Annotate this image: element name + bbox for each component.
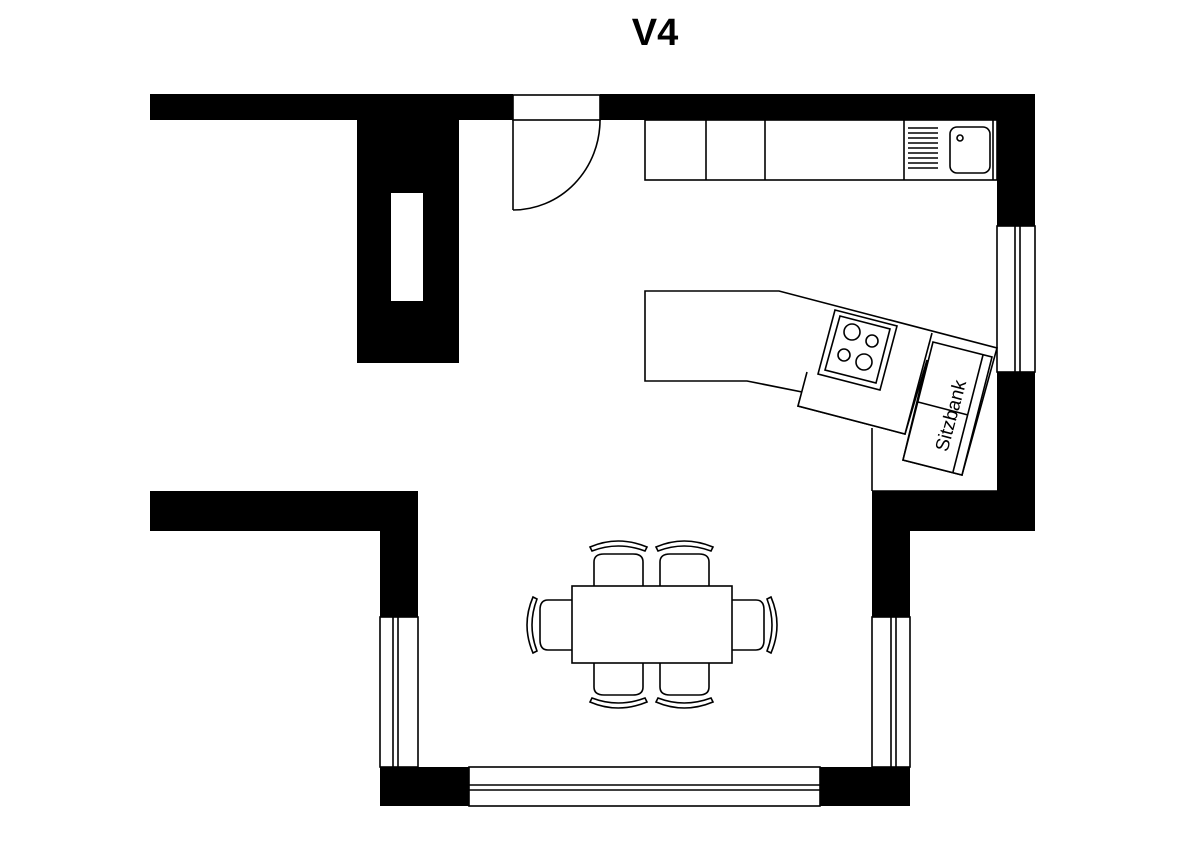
bottom-right-corner — [820, 767, 910, 806]
right-wall-upper — [997, 94, 1035, 226]
window-left — [379, 616, 419, 768]
walls — [150, 94, 1035, 806]
chair-right — [732, 595, 778, 655]
cooktop-icon — [817, 309, 898, 391]
dining-table — [571, 585, 733, 664]
door — [512, 94, 601, 211]
plan-title: V4 — [631, 12, 679, 54]
chair-bottom-left — [588, 663, 649, 709]
left-wall-bottom — [380, 531, 418, 617]
dining-set — [526, 540, 778, 709]
chair-top-left — [588, 540, 649, 586]
top-wall-right — [600, 94, 1035, 120]
window-right-upper — [996, 225, 1036, 373]
right-wall-bottom — [872, 531, 910, 617]
top-wall-left — [150, 94, 513, 120]
kitchen-counter — [644, 119, 998, 181]
window-right-lower — [871, 616, 911, 768]
right-notch-wall — [872, 491, 1035, 531]
chair-bottom-right — [654, 663, 715, 709]
window-bottom — [468, 766, 821, 807]
left-notch-wall — [150, 491, 418, 531]
drainer-icon — [908, 127, 938, 169]
kitchen-island — [644, 290, 998, 476]
chair-top-right — [654, 540, 715, 586]
chimney-flue — [391, 193, 423, 301]
bottom-left-corner — [380, 767, 469, 806]
bench: Sitzbank — [902, 341, 993, 476]
chair-left — [526, 595, 572, 655]
sink-icon — [949, 126, 991, 174]
